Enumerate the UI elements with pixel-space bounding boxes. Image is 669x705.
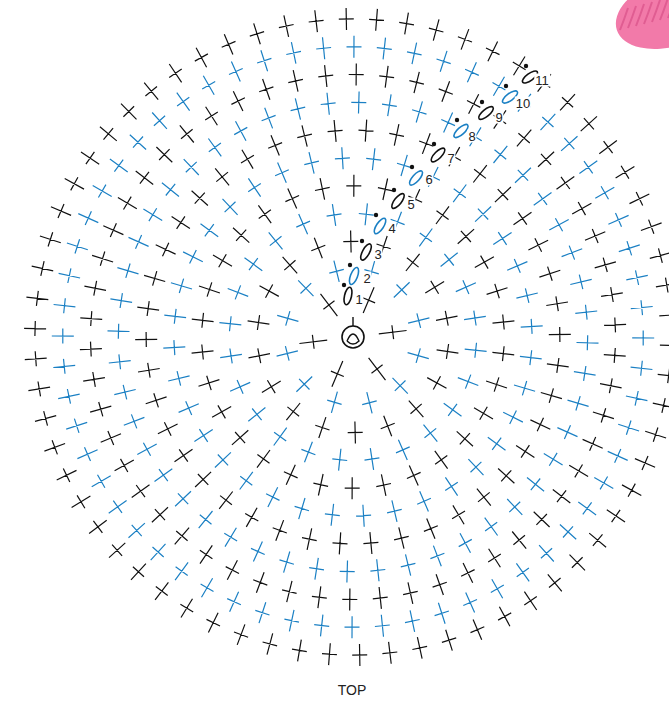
yarn-swatch: [606, 0, 669, 62]
slip-stitch: [477, 105, 495, 122]
round-start-dot: [348, 263, 352, 267]
round-number: 3: [373, 248, 382, 261]
round-number: 9: [494, 111, 503, 124]
sc-stitch-round: [52, 36, 654, 638]
sc-stitch-round: [80, 64, 626, 611]
yarn-texture: [668, 0, 669, 18]
slip-stitch: [390, 192, 407, 210]
round-start-dot: [360, 239, 364, 243]
slip-stitch: [407, 169, 424, 187]
magic-ring: [342, 326, 364, 348]
ring-tail: [352, 317, 353, 326]
sc-stitch-round: [299, 287, 406, 386]
yarn-texture: [628, 6, 636, 28]
round-start-dot: [455, 118, 459, 122]
round-start-dot: [524, 64, 528, 68]
round-start-dot: [342, 283, 346, 287]
round-start-dot: [480, 100, 484, 104]
yarn-texture: [660, 0, 668, 20]
round-number: 4: [387, 222, 396, 235]
magic-ring-loop: [347, 334, 359, 344]
round-number: 7: [446, 152, 455, 165]
round-start-dot: [392, 188, 396, 192]
round-number: 10: [515, 97, 531, 110]
sc-stitch-round: [163, 147, 542, 526]
round-number: 11: [534, 74, 550, 87]
slip-stitch: [348, 266, 361, 285]
round-start-dot: [432, 142, 436, 146]
stitch-rounds: [24, 8, 669, 666]
round-number: 8: [467, 130, 476, 143]
sc-stitch-round: [219, 203, 486, 470]
round-start-dot: [504, 84, 508, 88]
slip-stitch: [372, 217, 388, 236]
sc-stitch-round: [277, 261, 430, 414]
sc-stitch-round: [248, 230, 459, 443]
yarn-texture: [652, 0, 660, 22]
sc-stitch-round: [135, 120, 571, 555]
slip-stitch: [429, 146, 447, 164]
yarn-texture: [636, 4, 644, 26]
sc-stitch-round: [24, 8, 669, 666]
yarn-texture: [644, 2, 652, 24]
slip-stitch: [343, 286, 354, 305]
yarn-photo: [606, 0, 669, 62]
yarn-texture: [620, 8, 628, 30]
sc-stitch-round: [108, 92, 599, 583]
round-number: 2: [362, 272, 371, 285]
sc-stitch-round: [192, 175, 515, 499]
round-start-dot: [410, 165, 414, 169]
round-number: 6: [424, 173, 433, 186]
orientation-label: TOP: [337, 683, 368, 697]
slip-stitch: [359, 242, 374, 261]
round-number: 5: [406, 198, 415, 211]
round-start-dot: [374, 213, 378, 217]
round-number: 1: [354, 293, 363, 306]
